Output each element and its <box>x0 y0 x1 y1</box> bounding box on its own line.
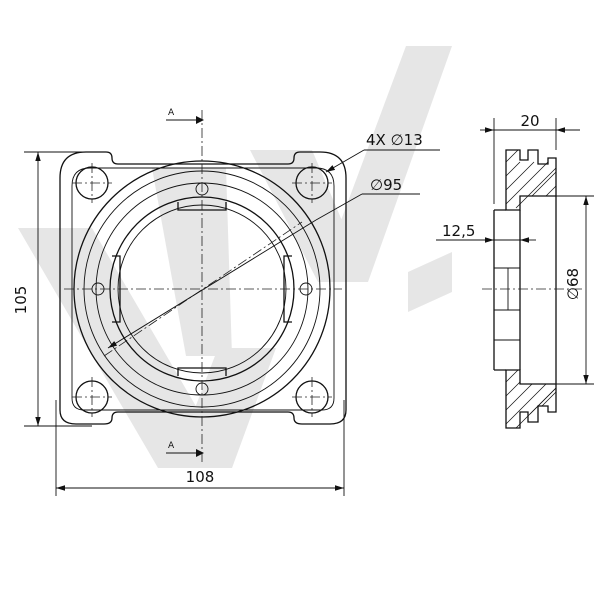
step-dimension: 12,5 <box>436 222 536 243</box>
flange-outline <box>59 151 347 425</box>
diagonal-centerline <box>103 221 303 357</box>
section-upper-profile <box>505 149 557 211</box>
inner-diameter-dimension: ∅68 <box>556 195 594 385</box>
height-label: 105 <box>12 286 30 315</box>
corner-holes <box>72 163 332 417</box>
thickness-dimension: 20 <box>480 112 580 204</box>
holes-label: 4X ∅13 <box>366 131 423 149</box>
height-dimension: 105 <box>12 151 92 427</box>
width-dimension: 108 <box>55 400 345 496</box>
diameter-leader: ∅95 <box>107 176 420 349</box>
section-label-top: A <box>168 108 175 118</box>
section-marker-top: A <box>166 108 204 124</box>
holes-leader: 4X ∅13 <box>325 131 440 173</box>
section-view <box>482 149 584 429</box>
step-label: 12,5 <box>442 222 475 240</box>
inner-diameter-label: ∅68 <box>564 268 582 300</box>
section-body <box>493 196 557 384</box>
section-inner-lines <box>494 239 520 341</box>
section-label-bottom: A <box>168 441 175 451</box>
section-upper-hatch <box>505 149 557 209</box>
outer-diameter-label: ∅95 <box>370 176 402 194</box>
front-view <box>59 110 347 462</box>
width-label: 108 <box>186 468 215 486</box>
thickness-label: 20 <box>520 112 539 130</box>
watermark-logo <box>18 46 452 468</box>
section-lower-hatch <box>505 369 557 429</box>
section-marker-bottom: A <box>166 441 204 457</box>
